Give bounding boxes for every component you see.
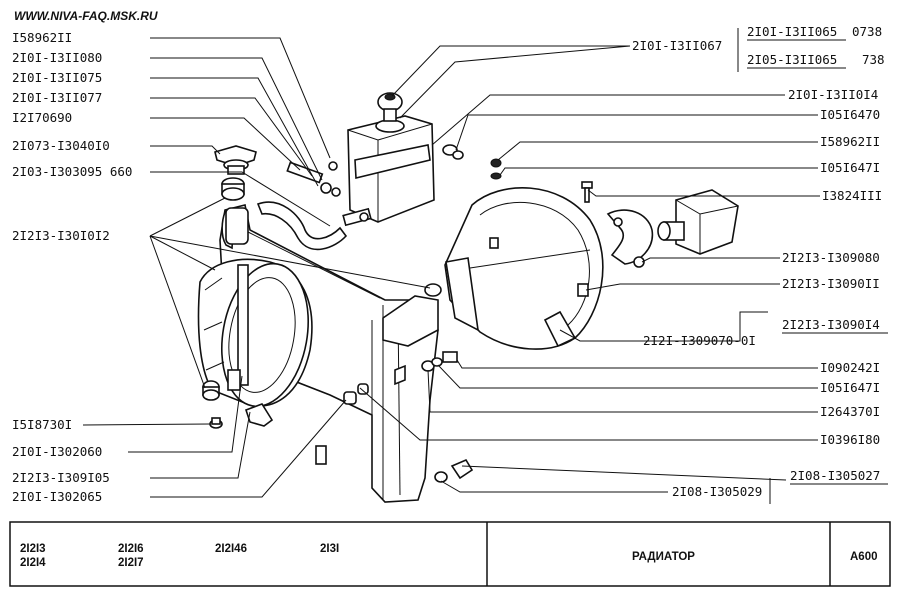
title-block: 2I2I3 2I2I4 2I2I6 2I2I7 2I2I46 2I3I РАДИ… [9, 521, 891, 587]
tank-cap [377, 92, 403, 122]
washer-nut [421, 144, 502, 483]
bolt-small [209, 417, 223, 429]
left-labels: I58962II 2I0I-I3II080 2I0I-I3II075 2I0I-… [12, 30, 132, 504]
model-3: 2I2I6 [118, 543, 144, 555]
label-r13: I0396I80 [820, 432, 880, 447]
drain-plug [202, 380, 220, 401]
filler-neck-bushing [221, 177, 245, 201]
label-r9: 2I2I-I309070-0I [643, 333, 756, 348]
radiator-cap [214, 145, 257, 175]
label-l4: 2I0I-I3II077 [12, 90, 102, 105]
model-2: 2I2I4 [20, 557, 46, 569]
drawing-title: РАДИАТОР [632, 551, 695, 563]
label-r2: I05I6470 [820, 107, 880, 122]
leader-lines [82, 37, 820, 498]
label-r15: 2I08-I305029 [672, 484, 762, 499]
label-l11: 2I2I3-I309I05 [12, 470, 110, 485]
label-r0b-qty: 738 [862, 52, 885, 67]
label-l3: 2I0I-I3II075 [12, 70, 102, 85]
label-r12: I264370I [820, 404, 880, 419]
label-l1: I58962II [12, 30, 72, 45]
overflow-hose [256, 201, 348, 251]
model-6: 2I3I [320, 543, 339, 555]
label-r0b: 2I05-I3II065 [747, 52, 837, 67]
drawing-code: A600 [850, 551, 878, 563]
label-l2: 2I0I-I3II080 [12, 50, 102, 65]
label-r1: 2I0I-I3II0I4 [788, 87, 878, 102]
radiator-bracket [244, 403, 274, 427]
label-r11: I05I647I [820, 380, 880, 395]
label-r0a-qty: 0738 [852, 24, 882, 39]
fan-shroud [444, 187, 604, 350]
fan-motor [657, 189, 739, 255]
label-l5: I2I70690 [12, 110, 72, 125]
label-l7: 2I03-I303095 660 [12, 164, 132, 179]
model-4: 2I2I7 [118, 557, 144, 569]
support-pad [343, 383, 369, 405]
label-r7: 2I2I3-I3090II [782, 276, 880, 291]
label-r0a: 2I0I-I3II065 [747, 24, 837, 39]
screw [581, 181, 593, 203]
label-r8: 2I2I3-I3090I4 [782, 317, 880, 332]
label-r5: I3824III [822, 188, 882, 203]
site-url: WWW.NIVA-FAQ.MSK.RU [14, 9, 158, 23]
radiator-fan-shroud [197, 258, 313, 408]
tank-fitting [342, 207, 372, 227]
label-l9: I5I8730I [12, 417, 72, 432]
label-r3: I58962II [820, 134, 880, 149]
model-5: 2I2I46 [215, 543, 247, 555]
label-l12: 2I0I-I302065 [12, 489, 102, 504]
motor-bracket [606, 209, 654, 268]
label-l8: 2I2I3-I30I0I2 [12, 228, 110, 243]
label-r6: 2I2I3-I309080 [782, 250, 880, 265]
label-l10: 2I0I-I302060 [12, 444, 102, 459]
expansion-tank [347, 115, 435, 223]
label-r4: I05I647I [820, 160, 880, 175]
label-r14: 2I08-I305027 [790, 468, 880, 483]
label-r0: 2I0I-I3II067 [632, 38, 722, 53]
model-1: 2I2I3 [20, 543, 46, 555]
right-labels: 2I0I-I3II067 2I0I-I3II065 0738 2I05-I3II… [632, 24, 888, 504]
label-r10: I090242I [820, 360, 880, 375]
label-l6: 2I073-I3040I0 [12, 138, 110, 153]
